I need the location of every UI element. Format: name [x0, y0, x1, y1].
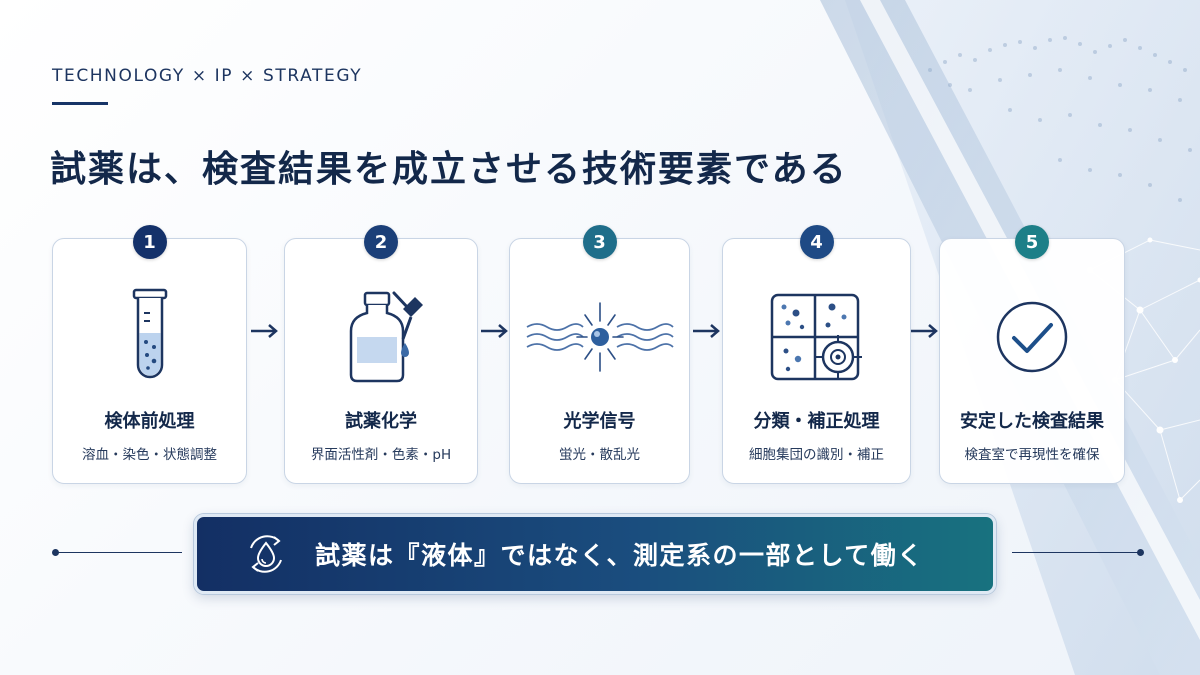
test-tube-icon — [53, 287, 246, 387]
banner-message: 試薬は『液体』ではなく、測定系の一部として働く — [315, 541, 924, 570]
step-card-2: 2 試薬化学 界面活性剤・色素・pH — [284, 225, 478, 484]
step-title-3: 光学信号 — [563, 411, 636, 432]
step-subtitle-5: 検査室で再現性を確保 — [964, 447, 1100, 463]
check-circle-icon — [940, 287, 1124, 387]
eyebrow-divider — [52, 102, 108, 105]
step-subtitle-1: 溶血・染色・状態調整 — [82, 447, 217, 463]
step-subtitle-2: 界面活性剤・色素・pH — [310, 447, 452, 463]
step-number-badge-1: 1 — [132, 225, 167, 259]
cell-classification-icon — [723, 287, 910, 387]
right-line-dot — [1137, 549, 1144, 556]
step-card-5: 5 安定した検査結果 検査室で再現性を確保 — [939, 225, 1125, 484]
step-title-5: 安定した検査結果 — [960, 411, 1104, 432]
left-divider-line — [56, 552, 182, 553]
reagent-bottle-dropper-icon — [285, 287, 477, 387]
step-subtitle-4: 細胞集団の識別・補正 — [749, 447, 884, 463]
step-card-3: 3 光学信号 蛍光・散乱光 — [509, 225, 690, 484]
step-number-badge-2: 2 — [364, 225, 398, 259]
step-title-1: 検体前処理 — [104, 411, 195, 432]
step-card-4: 4 分類・補正処理 細胞集団の識別・補正 — [722, 225, 911, 484]
step-number-badge-4: 4 — [799, 225, 834, 259]
key-message-banner: 試薬は『液体』ではなく、測定系の一部として働く — [194, 514, 996, 594]
step-subtitle-3: 蛍光・散乱光 — [559, 447, 640, 463]
light-signal-icon — [510, 287, 689, 387]
step-card-1: 1 検体前処理 溶血・染色・状態調整 — [52, 225, 247, 484]
arrow-right-icon — [251, 324, 278, 338]
step-number-badge-3: 3 — [582, 225, 617, 259]
left-line-dot — [52, 549, 59, 556]
step-number-badge-5: 5 — [1015, 225, 1049, 259]
liquid-cycle-icon — [250, 535, 282, 573]
right-divider-line — [1012, 552, 1140, 553]
arrow-right-icon — [481, 324, 508, 338]
step-title-2: 試薬化学 — [345, 411, 417, 432]
page-title: 試薬は、検査結果を成立させる技術要素である — [50, 149, 848, 190]
arrow-right-icon — [693, 324, 720, 338]
arrow-right-icon — [911, 324, 938, 338]
eyebrow-label: TECHNOLOGY × IP × STRATEGY — [52, 66, 363, 86]
step-title-4: 分類・補正処理 — [753, 411, 880, 432]
